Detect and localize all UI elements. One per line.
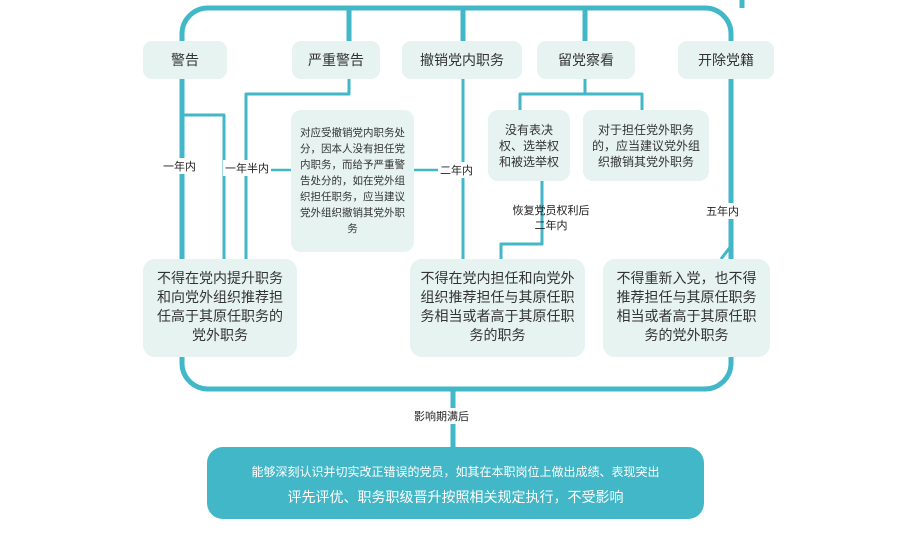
level-expulsion: 开除党籍	[678, 41, 774, 79]
result-revoke: 不得在党内担任和向党外组织推荐担任与其原任职务相当或者高于其原任职务的职务	[410, 259, 585, 357]
level-warning: 警告	[143, 41, 227, 79]
period-two-years: 二年内	[438, 162, 475, 178]
outer-frame	[179, 5, 734, 392]
result-expulsion: 不得重新入党，也不得推荐担任与其原任职务相当或者高于其原任职务的党外职务	[603, 259, 770, 357]
expulsion-path	[719, 245, 733, 260]
serious-warning-path	[244, 79, 351, 259]
level-serious-warning: 严重警告	[292, 41, 380, 79]
level-probation: 留党察看	[537, 41, 635, 79]
warning-path	[182, 113, 226, 259]
after-period-label: 影响期满后	[412, 408, 471, 424]
final-box: 能够深刻认识并切实改正错误的党员，如其在本职岗位上做出成绩、表现突出 评先评优、…	[207, 447, 704, 519]
probation-branch-right	[585, 92, 644, 110]
restore-path	[499, 181, 544, 259]
result-warning: 不得在党内提升职务和向党外组织推荐担任高于其原任职务的党外职务	[143, 259, 297, 357]
note-outside-post: 对于担任党外职务的，应当建议党外组织撤销其党外职务	[583, 110, 709, 181]
period-restore: 恢复党员权利后二年内	[512, 204, 590, 232]
final-line-1: 能够深刻认识并切实改正错误的党员，如其在本职岗位上做出成绩、表现突出	[251, 465, 660, 479]
probation-branch-left	[518, 79, 587, 110]
note-revoke-detail: 对应受撤销党内职务处分，因本人没有担任党内职务，而给予严重警告处分的，如在党外组…	[291, 110, 414, 252]
note-no-rights: 没有表决权、选举权和被选举权	[488, 110, 570, 181]
final-line-2: 评先评优、职务职级晋升按照相关规定执行，不受影响	[287, 490, 624, 506]
period-five-years: 五年内	[704, 203, 741, 219]
period-one-year: 一年内	[161, 158, 198, 174]
period-one-half-year: 一年半内	[223, 160, 271, 176]
level-revoke-post: 撤销党内职务	[402, 41, 522, 79]
